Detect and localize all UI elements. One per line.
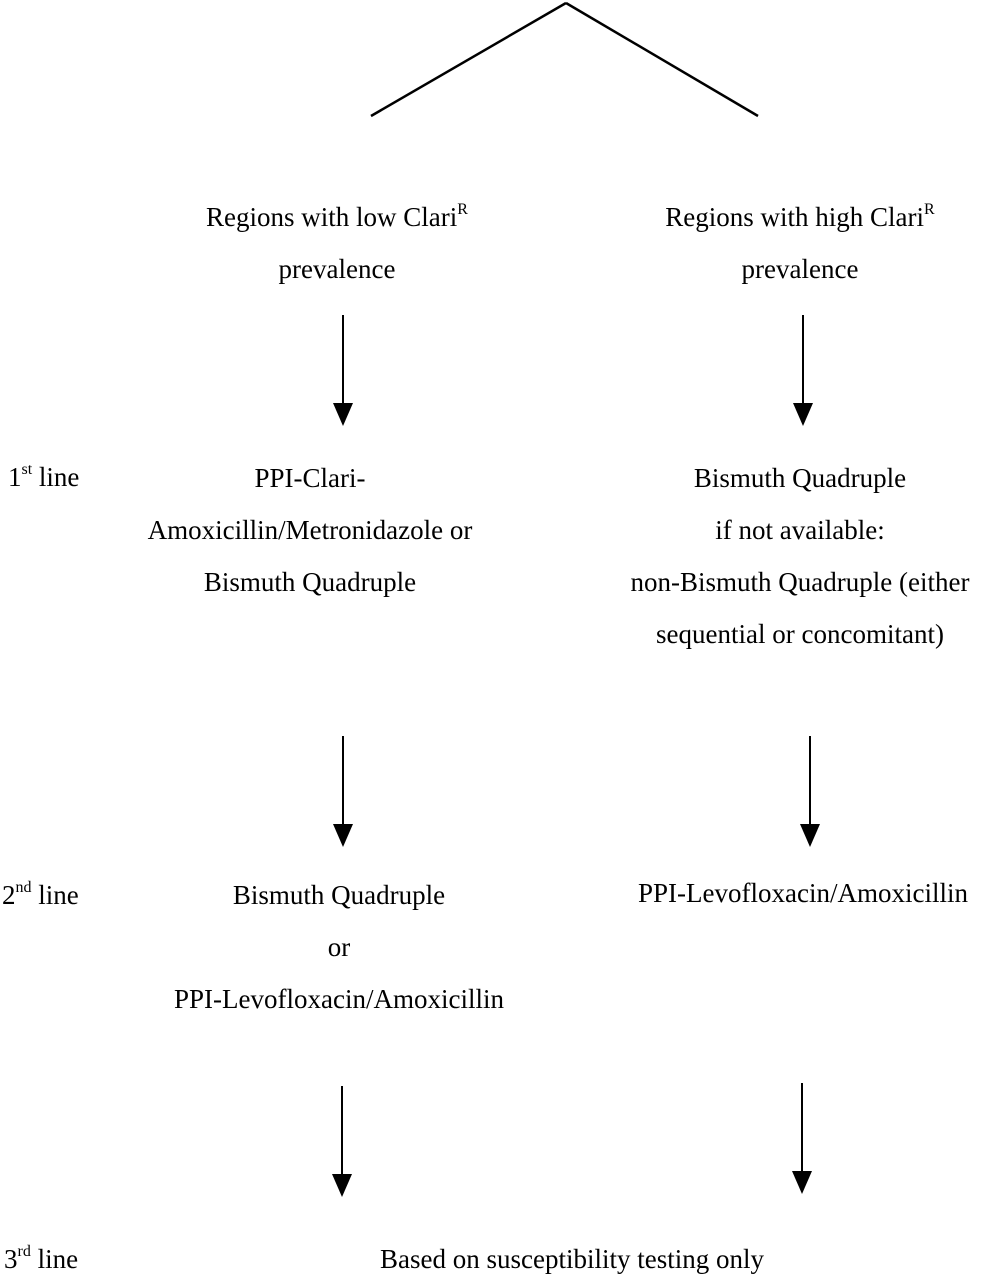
branch-line-right: [565, 1, 759, 118]
first-line-low-text-1: PPI-Clari-: [254, 463, 366, 493]
arrowhead-left-2: [333, 824, 353, 847]
label-first-line: 1st line: [8, 461, 80, 493]
region-low-subtitle: prevalence: [278, 254, 396, 284]
arrowhead-right-3: [792, 1171, 812, 1194]
region-high-subtitle: prevalence: [741, 254, 859, 284]
second-line-high-node: PPI-Levofloxacin/Amoxicillin: [603, 867, 995, 919]
branch-line-left: [370, 1, 567, 118]
second-line-low-text-2: or: [327, 932, 351, 962]
second-line-low-text-1: Bismuth Quadruple: [232, 880, 446, 910]
first-line-low-text-2: Amoxicillin/Metronidazole or: [147, 515, 473, 545]
arrowhead-left-3: [332, 1174, 352, 1197]
second-line-high-text-1: PPI-Levofloxacin/Amoxicillin: [638, 878, 968, 908]
arrowhead-left-1: [333, 403, 353, 426]
first-line-high-text-3: non-Bismuth Quadruple (either: [630, 567, 970, 597]
second-line-low-text-3: PPI-Levofloxacin/Amoxicillin: [174, 984, 504, 1014]
region-low-sup: R: [457, 201, 468, 218]
region-high-title: Regions with high Clari: [665, 202, 925, 232]
first-line-high-text-2: if not available:: [715, 515, 885, 545]
region-high-sup: R: [924, 201, 935, 218]
region-high-node: Regions with high ClariR prevalence: [600, 191, 995, 295]
third-line-text: Based on susceptibility testing only: [380, 1244, 764, 1274]
arrowhead-right-2: [800, 824, 820, 847]
label-third-line: 3rd line: [4, 1243, 79, 1275]
region-low-title: Regions with low Clari: [206, 202, 458, 232]
arrowhead-right-1: [793, 403, 813, 426]
region-low-node: Regions with low ClariR prevalence: [137, 191, 537, 295]
third-line-node: Based on susceptibility testing only: [272, 1233, 872, 1285]
first-line-high-text-1: Bismuth Quadruple: [693, 463, 907, 493]
first-line-high-text-4: sequential or concomitant): [656, 619, 944, 649]
first-line-low-node: PPI-Clari- Amoxicillin/Metronidazole or …: [110, 452, 510, 608]
first-line-high-node: Bismuth Quadruple if not available: non-…: [600, 452, 995, 660]
label-second-line: 2nd line: [2, 879, 79, 911]
second-line-low-node: Bismuth Quadruple or PPI-Levofloxacin/Am…: [139, 869, 539, 1025]
first-line-low-text-3: Bismuth Quadruple: [203, 567, 417, 597]
